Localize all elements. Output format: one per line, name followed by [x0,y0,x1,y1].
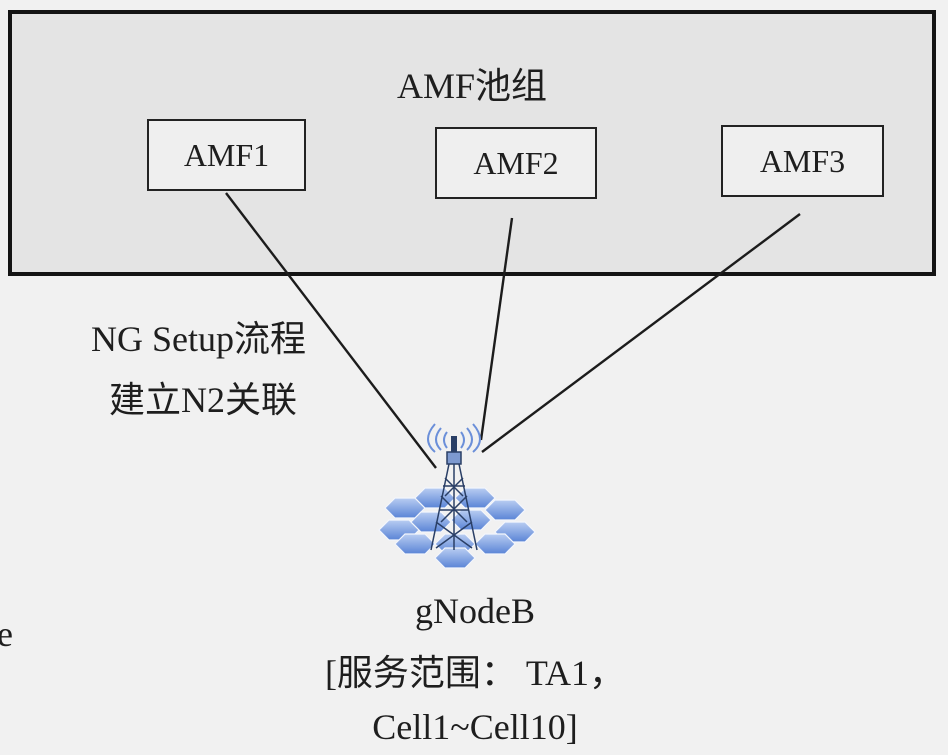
amf-pool-title: AMF池组 [396,66,548,106]
cut-off-text: e [0,614,13,654]
tower-mast-icon [430,451,478,551]
cell-range-label: Cell1~Cell10] [372,707,578,747]
association-label: 建立N2关联 [109,380,297,420]
amf1-node: AMF1 [147,119,306,191]
link-amf2-gnodeb [479,217,514,441]
signal-arcs-icon [427,423,481,453]
link-amf3-gnodeb [481,213,801,453]
gnodeb-label: gNodeB [415,591,535,631]
amf2-node: AMF2 [435,127,597,199]
amf3-node: AMF3 [721,125,884,197]
service-area-label: [服务范围： TA1， [324,653,626,693]
coverage-cells-icon [378,487,536,569]
gnodeb-tower-icon [378,423,536,569]
procedure-label: NG Setup流程 [91,319,306,359]
antenna-icon [451,436,457,452]
link-amf1-gnodeb [225,192,437,469]
